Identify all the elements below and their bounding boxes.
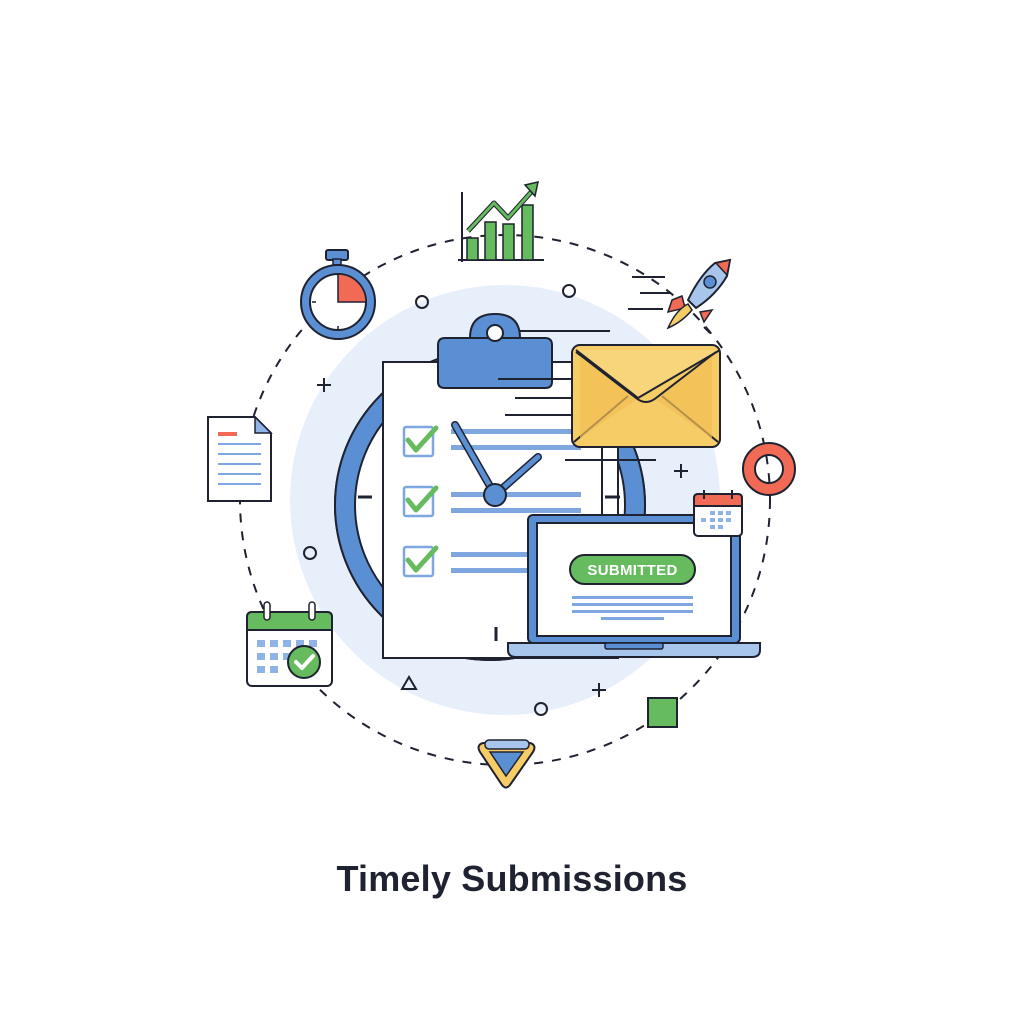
small-triangle-icon [400,675,418,690]
triangle-badge-icon [477,739,536,789]
rocket-icon [628,258,732,334]
small-circle-icon [534,702,548,716]
green-square-icon [647,697,678,728]
envelope-icon [571,344,721,448]
document-icon [207,415,273,502]
checklist-row [402,485,581,518]
stopwatch-icon [300,249,376,340]
laptop-icon: SUBMITTED [507,514,761,658]
small-circle-icon [303,546,317,560]
checklist-row [402,425,581,458]
small-circle-icon [562,284,576,298]
calendar-check-icon [246,601,333,687]
plus-icon [317,378,331,392]
plus-icon [592,683,606,697]
plus-icon [674,464,688,478]
ring-icon [742,442,796,496]
calendar-small-icon [693,490,743,537]
status-badge-label: SUBMITTED [587,562,677,579]
checklist-row [402,545,531,578]
small-circle-icon [415,295,429,309]
decorative-shapes [303,284,688,716]
status-badge: SUBMITTED [569,554,696,585]
page-title: Timely Submissions [336,858,688,899]
bar-chart-trend-up-icon [458,181,544,262]
speed-lines [498,330,656,515]
